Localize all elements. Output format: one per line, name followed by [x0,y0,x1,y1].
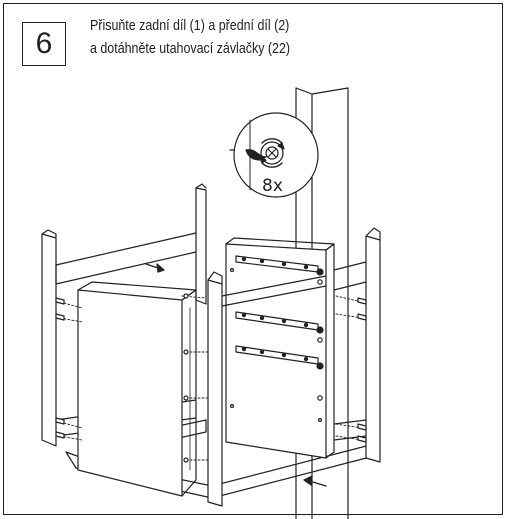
step-number-box: 6 [22,22,66,66]
dowels [55,293,367,463]
magnifier-detail: 8x [233,112,319,198]
instruction-line-1: Přisuňte zadní díl (1) a přední díl (2) [90,17,290,34]
front-leg [207,271,223,507]
arrow-push-front [303,475,327,487]
instruction-frame [3,3,503,515]
arrow-push-back [145,263,165,273]
back-panel [221,237,335,459]
right-leg [333,227,381,463]
instruction-text: Přisuňte zadní díl (1) a přední díl (2) … [90,14,290,60]
side-panel-left [77,281,197,497]
count-label: 8x [262,176,283,196]
instruction-line-2: a dotáhněte utahovací závlačky (22) [90,40,291,57]
step-number: 6 [35,27,53,60]
